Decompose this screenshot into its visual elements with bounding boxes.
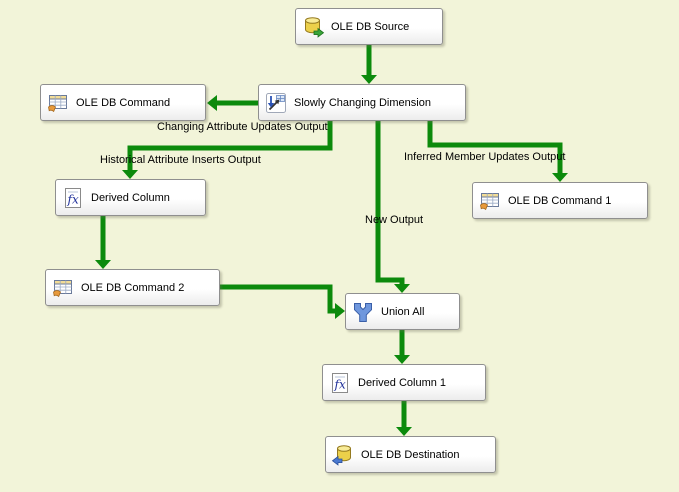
connector-scd-to-union-all[interactable] xyxy=(375,121,410,293)
node-ole-db-command-1[interactable]: OLE DB Command 1 xyxy=(472,182,648,219)
connector-label-inferred-member-updates-output: Inferred Member Updates Output xyxy=(404,151,566,163)
connector-scd-to-derived-column[interactable] xyxy=(122,121,333,179)
connector-derived-column-to-oledb-command-2[interactable] xyxy=(95,216,111,269)
table-command-icon xyxy=(53,279,72,297)
node-label: OLE DB Command 1 xyxy=(508,194,612,207)
node-slowly-changing-dimension[interactable]: Slowly Changing Dimension xyxy=(258,84,466,121)
svg-text:fx: fx xyxy=(334,377,346,391)
database-import-icon xyxy=(331,444,351,466)
node-derived-column-1[interactable]: fx Derived Column 1 xyxy=(322,364,486,401)
connector-oledb-command-2-to-union-all[interactable] xyxy=(220,284,345,319)
scd-arrows-icon xyxy=(266,92,286,113)
connector-label-new-output: New Output xyxy=(365,214,424,226)
database-export-icon xyxy=(305,16,325,38)
connector-label-changing-attribute-updates-output: Changing Attribute Updates Output xyxy=(157,121,328,133)
table-command-icon xyxy=(48,94,67,112)
node-label: OLE DB Command xyxy=(76,96,171,109)
connector-scd-to-oledb-command-1[interactable] xyxy=(427,121,568,182)
connector-label-historical-attribute-inserts-output: Historical Attribute Inserts Output xyxy=(100,154,261,166)
node-ole-db-command-2[interactable]: OLE DB Command 2 xyxy=(45,269,220,306)
svg-text:fx: fx xyxy=(67,192,79,206)
node-union-all[interactable]: Union All xyxy=(345,293,460,330)
node-label: Derived Column 1 xyxy=(358,376,447,389)
node-ole-db-source[interactable]: OLE DB Source xyxy=(295,8,443,45)
node-label: Derived Column xyxy=(91,191,170,204)
node-label: OLE DB Destination xyxy=(361,448,460,461)
connector-derived-column-1-to-destination[interactable] xyxy=(396,401,412,436)
union-merge-icon xyxy=(354,302,372,322)
connector-source-to-scd[interactable] xyxy=(361,45,377,84)
node-derived-column[interactable]: fx Derived Column xyxy=(55,179,206,216)
node-label: Union All xyxy=(381,305,425,318)
connector-scd-to-oledb-command[interactable] xyxy=(207,95,258,111)
node-label: Slowly Changing Dimension xyxy=(294,96,431,109)
node-label: OLE DB Command 2 xyxy=(81,281,185,294)
node-ole-db-destination[interactable]: OLE DB Destination xyxy=(325,436,496,473)
connector-union-all-to-derived-column-1[interactable] xyxy=(394,330,410,364)
node-label: OLE DB Source xyxy=(331,20,410,33)
formula-fx-icon: fx xyxy=(65,187,81,208)
node-ole-db-command[interactable]: OLE DB Command xyxy=(40,84,206,121)
table-command-icon xyxy=(480,192,499,210)
formula-fx-icon: fx xyxy=(332,372,348,393)
